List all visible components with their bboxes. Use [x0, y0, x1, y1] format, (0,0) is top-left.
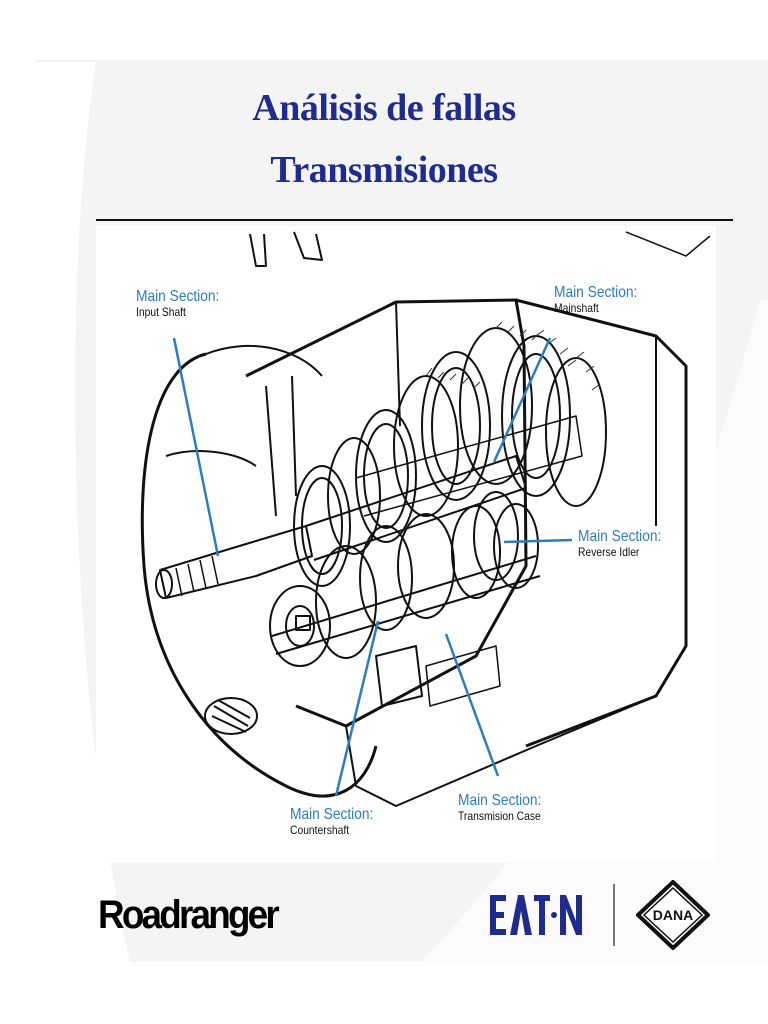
callout-part-label: Reverse Idler — [578, 545, 640, 560]
callout-section-label: Main Section: — [136, 288, 220, 305]
callout-part-label: Countershaft — [290, 823, 350, 838]
slide-title-line-2: Transmisiones — [270, 149, 498, 191]
callout-transmission-case: Main Section: Transmision Case — [458, 792, 555, 824]
dana-logo: DANA — [636, 880, 710, 950]
callout-input-shaft: Main Section: Input Shaft — [136, 288, 233, 320]
callout-part-label: Transmision Case — [458, 809, 541, 824]
roadranger-logo: Roadranger — [98, 893, 280, 937]
callout-section-label: Main Section: — [458, 792, 542, 809]
callout-reverse-idler: Main Section: Reverse Idler — [578, 528, 675, 560]
eaton-logo — [490, 895, 582, 935]
callout-section-label: Main Section: — [578, 528, 662, 545]
callout-part-label: Mainshaft — [554, 301, 599, 316]
transmission-drawing — [140, 231, 711, 807]
callout-section-label: Main Section: — [290, 806, 374, 823]
callout-part-label: Input Shaft — [136, 305, 186, 320]
transmission-cutaway-figure: Main Section: Input Shaft Main Section: … — [96, 226, 716, 862]
callout-section-label: Main Section: — [554, 284, 638, 301]
callout-countershaft: Main Section: Countershaft — [290, 806, 387, 838]
title-divider — [96, 219, 733, 221]
logo-divider — [613, 884, 615, 946]
dana-logo-text: DANA — [653, 907, 693, 923]
slide-title-line-1: Análisis de fallas — [252, 87, 516, 129]
callout-mainshaft: Main Section: Mainshaft — [554, 284, 651, 316]
